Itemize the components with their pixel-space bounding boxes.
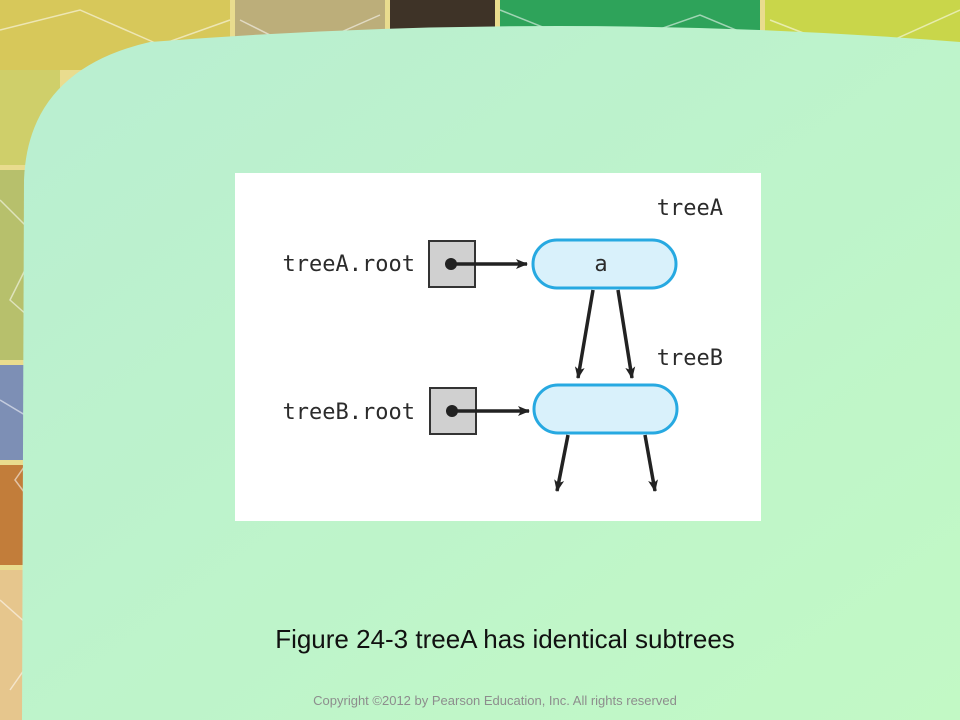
tree-a-node: a bbox=[531, 238, 678, 290]
tree-a-root-label: treeA.root bbox=[283, 252, 415, 277]
tree-a-root-pointer bbox=[428, 240, 528, 288]
figure-box: treeA treeB treeA.root treeB.root a bbox=[235, 173, 761, 521]
tree-b-root-label: treeB.root bbox=[283, 400, 415, 425]
left-child-link bbox=[574, 289, 595, 379]
tree-b-node bbox=[532, 383, 679, 435]
tree-diagram: treeA treeB treeA.root treeB.root a bbox=[283, 196, 723, 492]
right-child-link bbox=[616, 289, 636, 379]
tree-b-label: treeB bbox=[657, 346, 723, 371]
tree-b-root-pointer bbox=[429, 387, 530, 435]
figure-caption: Figure 24-3 treeA has identical subtrees bbox=[275, 624, 735, 654]
tree-b-right-link bbox=[643, 434, 658, 492]
tree-b-left-link bbox=[554, 434, 570, 492]
copyright-notice: Copyright ©2012 by Pearson Education, In… bbox=[313, 693, 677, 708]
node-a-value: a bbox=[594, 252, 607, 277]
tree-a-label: treeA bbox=[657, 196, 723, 221]
